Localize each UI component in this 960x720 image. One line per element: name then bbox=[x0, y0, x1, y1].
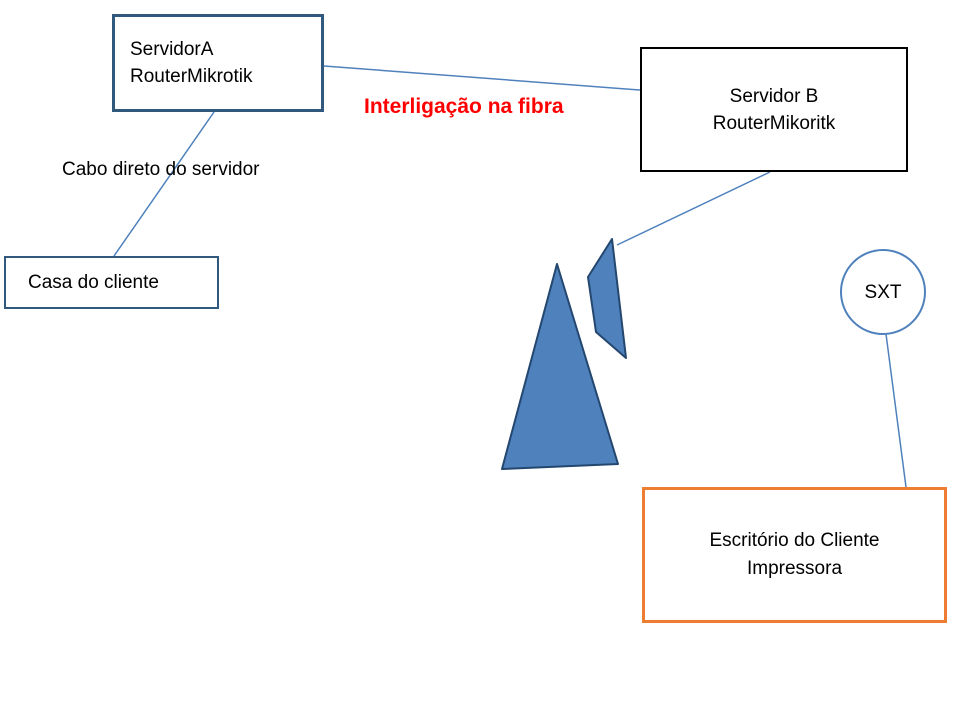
label-interligacao-na-fibra: Interligação na fibra bbox=[364, 95, 564, 118]
node-escritorio-label-line2: Impressora bbox=[746, 558, 843, 579]
connector-servidora-servidorb bbox=[323, 65, 641, 91]
node-servidor-a-label-line2: RouterMikrotik bbox=[130, 66, 253, 87]
connector-servidora-casa bbox=[113, 111, 215, 257]
node-escritorio-do-cliente: Escritório do Cliente Impressora bbox=[642, 487, 947, 623]
node-sxt-antenna: SXT bbox=[840, 249, 926, 335]
connector-sxt-escritorio bbox=[885, 333, 907, 488]
node-servidor-b-label-line1: Servidor B bbox=[729, 85, 819, 107]
node-sxt-label: SXT bbox=[864, 281, 902, 303]
node-casa-do-cliente: Casa do cliente bbox=[4, 256, 219, 309]
label-cabo-direto-do-servidor: Cabo direto do servidor bbox=[62, 159, 260, 180]
tower-triangle-shape bbox=[501, 263, 619, 470]
connector-servidorb-tower bbox=[616, 171, 771, 246]
node-escritorio-label-line1: Escritório do Cliente bbox=[709, 530, 880, 551]
node-servidor-b: Servidor B RouterMikoritk bbox=[640, 47, 908, 172]
node-servidor-a-label-line1: ServidorA bbox=[130, 39, 214, 60]
node-casa-do-cliente-label: Casa do cliente bbox=[28, 272, 159, 293]
node-servidor-a: ServidorA RouterMikrotik bbox=[112, 14, 324, 112]
node-servidor-b-label-line2: RouterMikoritk bbox=[712, 112, 836, 134]
tower-panel-shape bbox=[587, 238, 627, 359]
